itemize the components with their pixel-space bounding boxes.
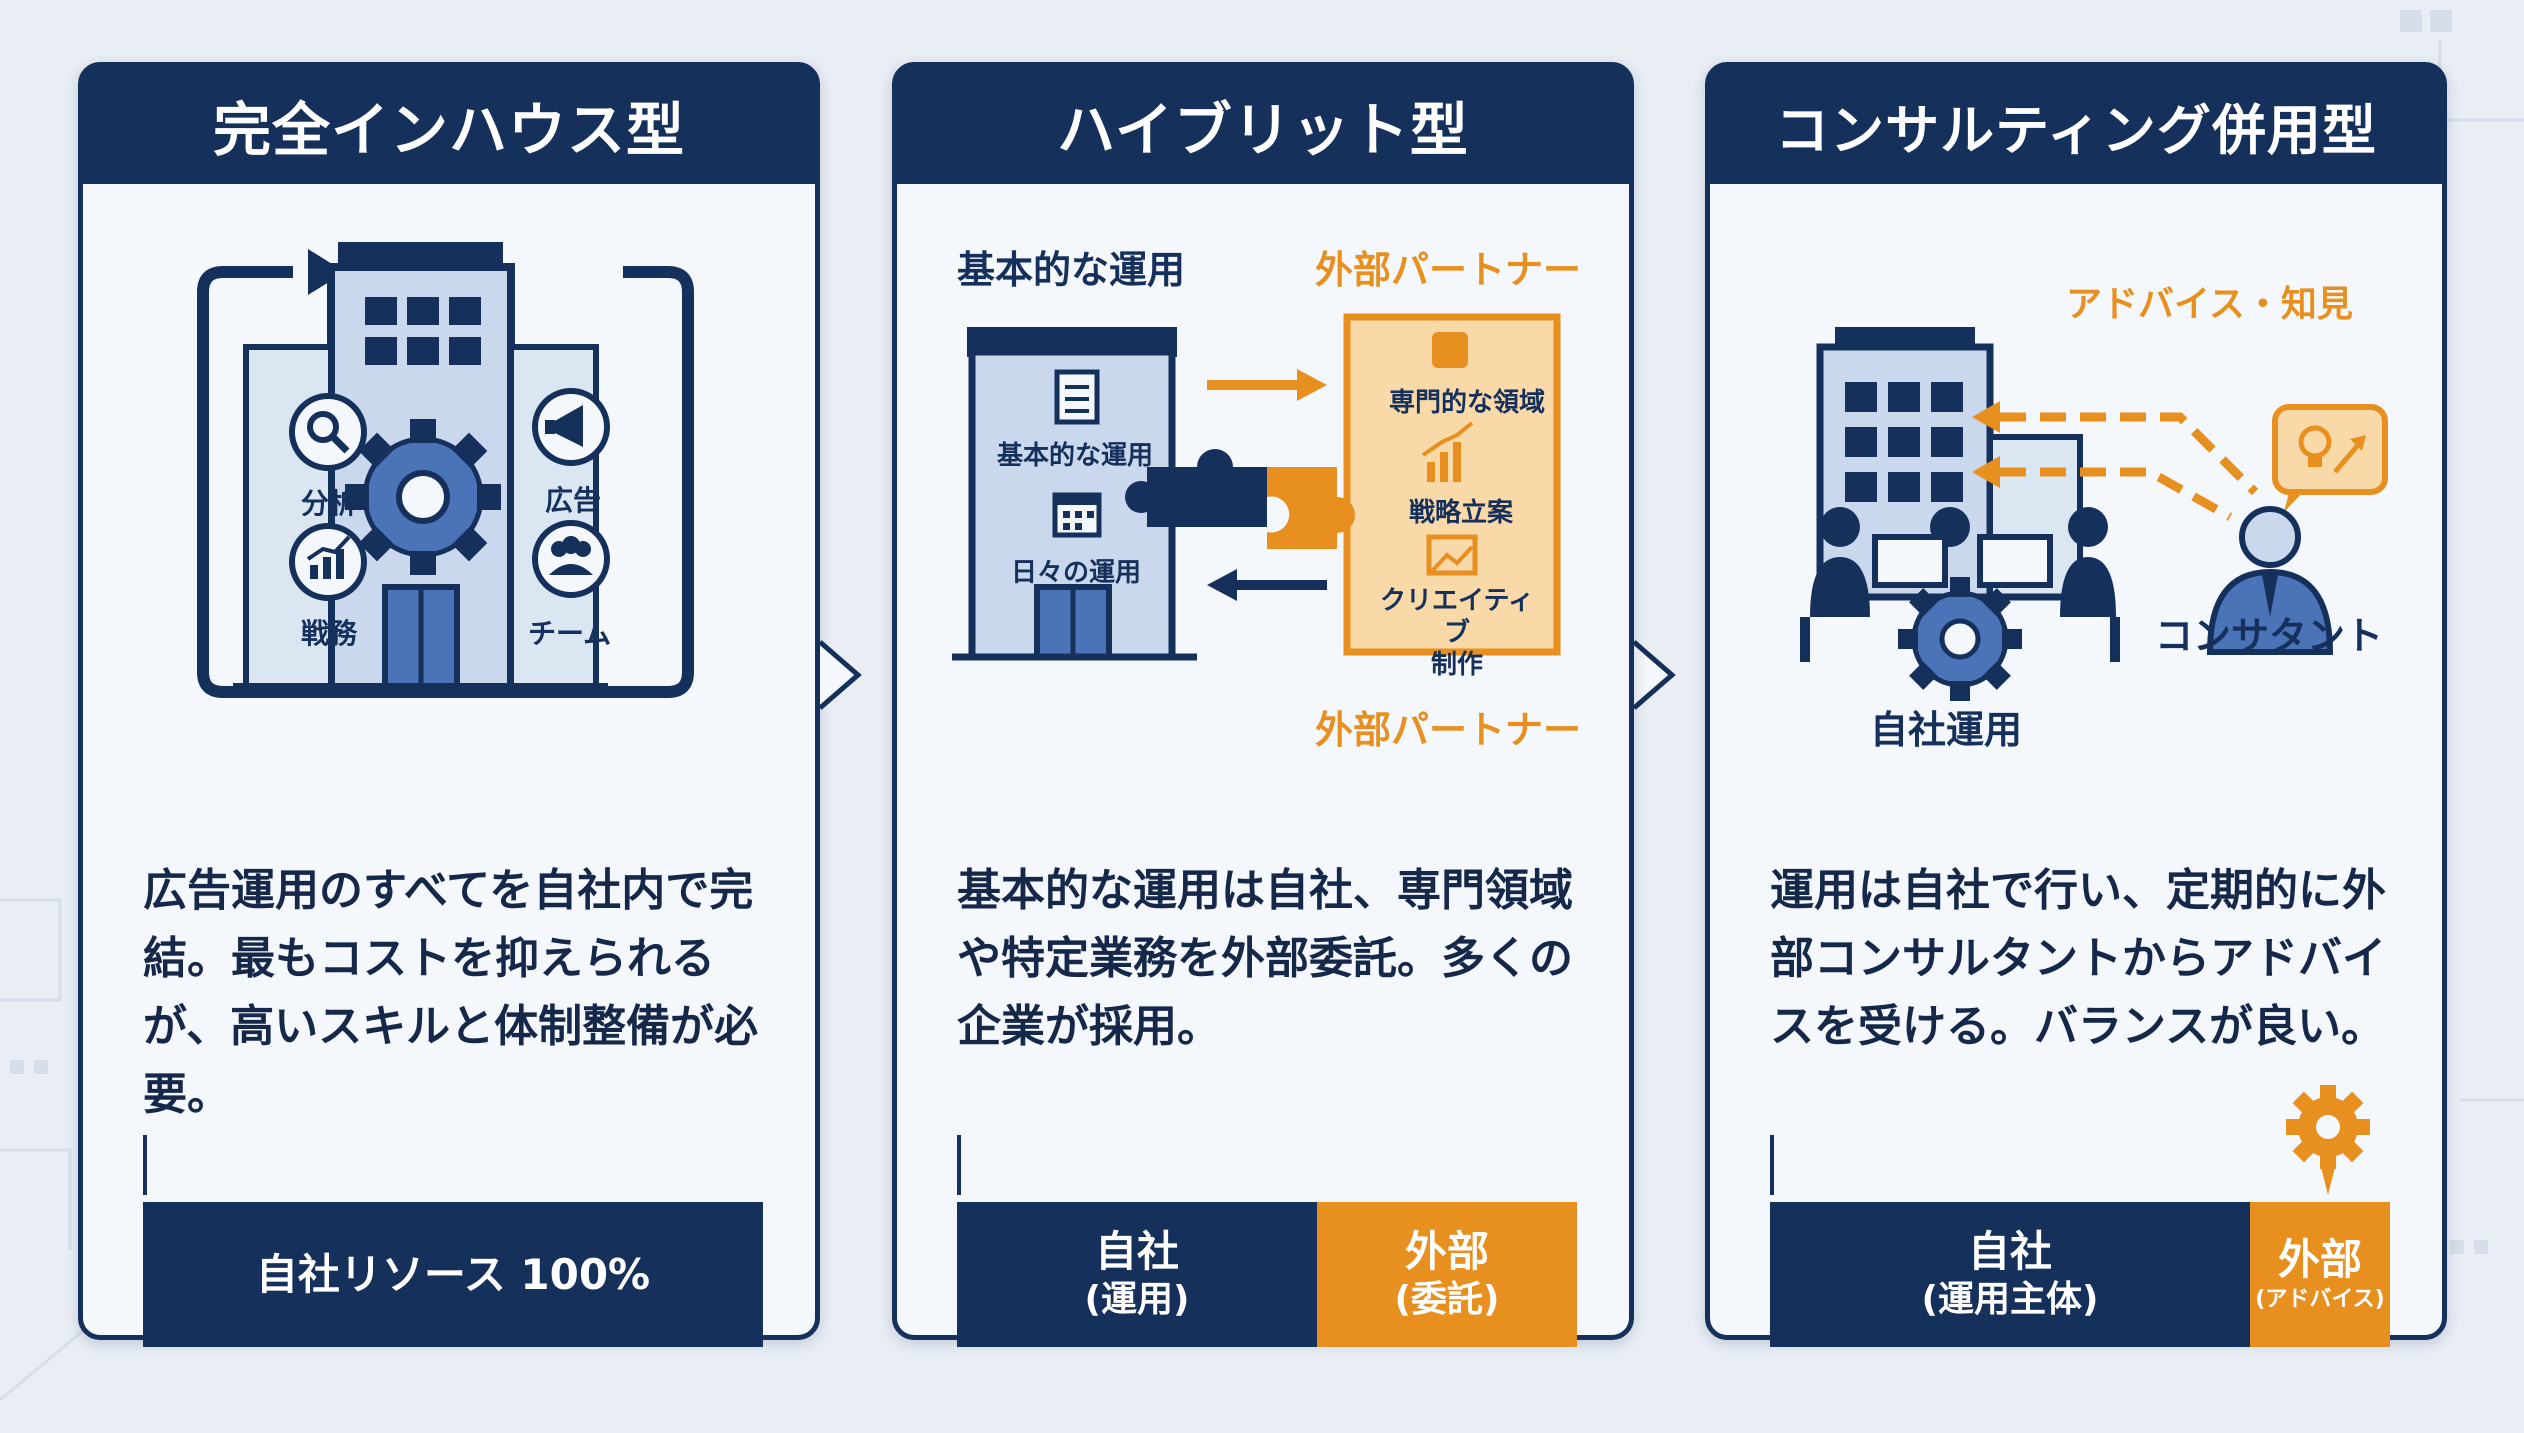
icon-label-strategy: 戦務 (301, 617, 358, 650)
bar-sublabel: (運用主体) (1921, 1278, 2099, 1320)
chevron-right-icon (818, 640, 862, 710)
partner-building-icon (1343, 313, 1561, 656)
puzzle-icon (1125, 449, 1355, 549)
image-icon (1426, 534, 1478, 576)
search-icon (289, 393, 367, 471)
bar-segment-external: 外部 (委託) (1317, 1202, 1577, 1347)
bar-sublabel: (委託) (1394, 1278, 1500, 1320)
icon-label-team: チーム (528, 617, 612, 650)
inhouse-ops-label: 自社運用 (1870, 708, 2023, 752)
megaphone-icon (532, 388, 610, 466)
panel-title: ハイブリット型 (1057, 96, 1469, 164)
bar-label: 自社リソース 100% (255, 1249, 651, 1299)
panel-inhouse: 完全インハウス型 (78, 62, 820, 1347)
resource-bar: 自社 (運用主体) 外部 (アドバイス) (1770, 1085, 2390, 1347)
consulting-illustration: アドバイス・知見 コンサタント 自社運用 (1710, 187, 2442, 827)
resource-bar: 自社リソース 100% (143, 1135, 763, 1347)
resource-bar: 自社 (運用) 外部 (委託) (957, 1135, 1577, 1347)
chart-icon (289, 523, 367, 601)
bar-label: 自社 (1094, 1226, 1179, 1276)
person-icon (2206, 506, 2334, 655)
partner-heading-top: 外部パートナー (1315, 248, 1582, 292)
bar-sublabel: (アドバイス) (2255, 1286, 2385, 1312)
advice-arrow-icon (2000, 412, 2259, 521)
bar-label: 自社 (1967, 1226, 2052, 1276)
bar-sublabel: (運用) (1084, 1278, 1190, 1320)
right-item-creative: クリエイティブ 制作 (1380, 586, 1534, 680)
calendar-icon (1052, 492, 1102, 538)
bar-segment-external: 外部 (アドバイス) (2250, 1202, 2390, 1347)
panel-hybrid: ハイブリット型 基本的な運用 外部パートナー 外部パートナー (892, 62, 1634, 1347)
panel-header: ハイブリット型 (896, 66, 1630, 184)
bar-segment-inhouse: 自社リソース 100% (143, 1202, 763, 1347)
building-icon (1816, 327, 2083, 601)
left-item-daily: 日々の運用 (1011, 558, 1142, 588)
gear-icon (1898, 577, 2022, 701)
right-item-specialized: 専門的な領域 (1389, 388, 1546, 418)
panel-description: 広告運用のすべてを自社内で完結。最もコストを抑えられるが、高いスキルと体制整備が… (143, 865, 759, 1120)
panel-consulting: コンサルティング併用型 アドバイス・知見 コンサタント 自社運用 (1705, 62, 2447, 1347)
gear-icon (345, 419, 501, 575)
clipboard-icon (1054, 369, 1100, 425)
left-item-basic: 基本的な運用 (997, 441, 1154, 471)
hybrid-illustration: 基本的な運用 外部パートナー 外部パートナー (897, 187, 1629, 827)
lightbulb-icon (2272, 404, 2388, 512)
panel-title: 完全インハウス型 (212, 96, 685, 164)
consultant-label: コンサタント (2155, 614, 2384, 658)
panel-description: 基本的な運用は自社、専門領域や特定業務を外部委託。多くの企業が採用。 (957, 865, 1573, 1052)
inhouse-illustration: 分析 広告 戦務 チーム (83, 187, 815, 827)
bar-label: 外部 (1404, 1226, 1489, 1276)
panel-title: コンサルティング併用型 (1775, 98, 2377, 162)
panel-header: 完全インハウス型 (82, 66, 816, 184)
right-item-strategy: 戦略立案 (1409, 498, 1514, 528)
partner-heading-bottom: 外部パートナー (1315, 708, 1582, 752)
gear-icon (1432, 332, 1468, 368)
panel-header: コンサルティング併用型 (1709, 66, 2443, 184)
panel-description: 運用は自社で行い、定期的に外部コンサルタントからアドバイスを受ける。バランスが良… (1770, 865, 2386, 1052)
gear-pin-icon (2286, 1085, 2370, 1195)
bar-segment-inhouse: 自社 (運用主体) (1770, 1202, 2250, 1347)
inhouse-heading: 基本的な運用 (957, 248, 1186, 292)
cycle-arrow-icon (197, 266, 694, 698)
advice-label: アドバイス・知見 (2066, 284, 2353, 325)
bar-segment-inhouse: 自社 (運用) (957, 1202, 1317, 1347)
chart-icon (1421, 421, 1474, 482)
arrow-left-icon (1207, 569, 1327, 601)
icon-label-ads: 広告 (545, 484, 602, 517)
icon-label-analysis: 分析 (301, 487, 358, 520)
chevron-right-icon (1632, 640, 1676, 710)
team-icon (532, 520, 610, 598)
bar-label: 外部 (2277, 1234, 2362, 1284)
arrow-right-icon (1207, 369, 1327, 401)
